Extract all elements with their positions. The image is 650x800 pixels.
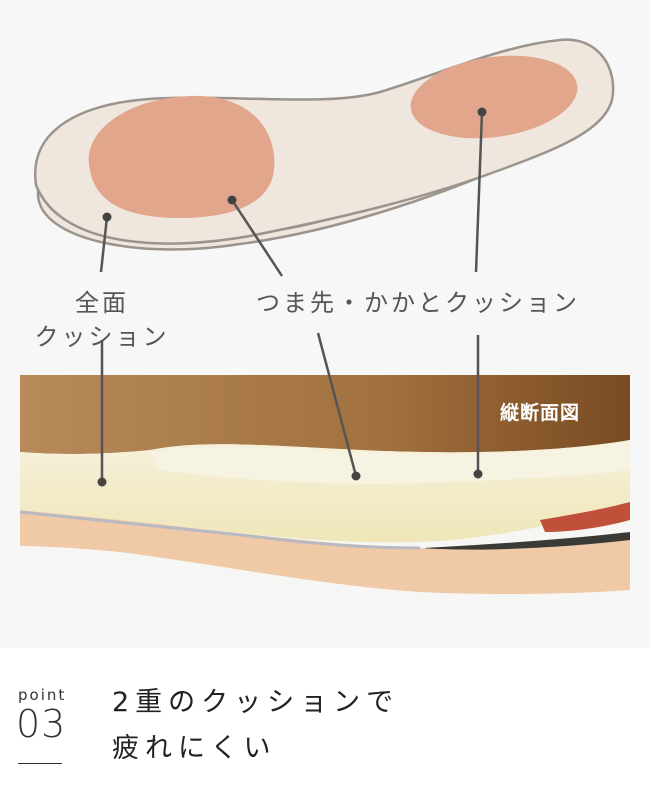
insole-diagram <box>19 38 630 620</box>
headline-line1: 2重のクッションで <box>112 687 400 718</box>
heel-cushion-pad <box>410 55 578 139</box>
point-headline: 2重のクッションで 疲れにくい <box>112 680 399 772</box>
point-number: 03 <box>16 702 67 746</box>
point-section: point 03 2重のクッションで 疲れにくい <box>0 648 650 800</box>
headline-line2: 疲れにくい <box>112 733 277 764</box>
toe-heel-cushion-label: つま先・かかとクッション <box>256 289 580 317</box>
full-cushion-label: 全面 クッション <box>22 286 182 354</box>
cross-section-image <box>19 375 630 620</box>
full-cushion-label-line2: クッション <box>34 323 170 351</box>
full-cushion-label-line1: 全面 <box>75 289 129 317</box>
forefoot-cushion-pad <box>88 95 275 218</box>
illustration-area: 全面 クッション つま先・かかとクッション 縦断面図 <box>19 38 630 620</box>
section-view-label: 縦断面図 <box>500 402 581 424</box>
point-underline <box>18 763 62 764</box>
point-word: point <box>18 686 67 704</box>
